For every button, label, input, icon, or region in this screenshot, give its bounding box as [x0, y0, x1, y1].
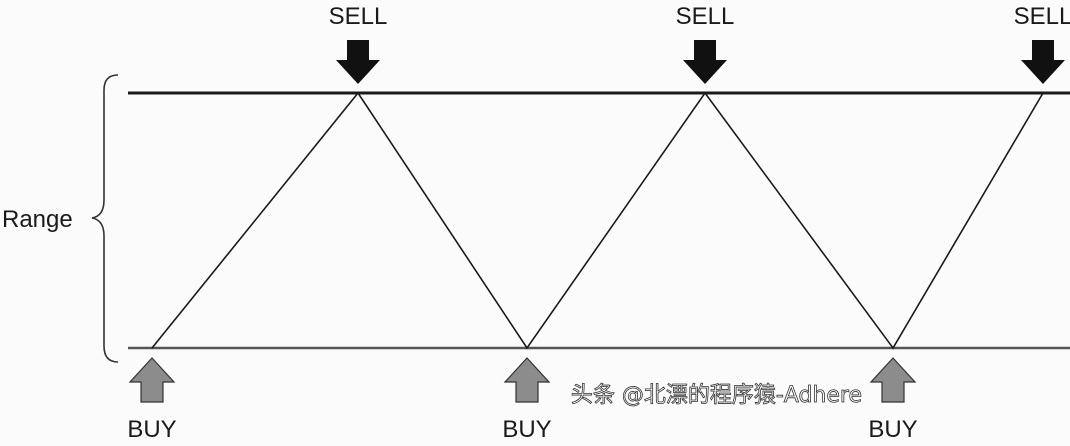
range-brace: [91, 74, 119, 363]
watermark: 头条 @北漂的程序猿-Adhere: [571, 383, 862, 408]
sell-arrow-icon: [683, 40, 727, 84]
buy-arrow-icon: [128, 357, 176, 403]
sell-label: SELL: [1014, 3, 1070, 30]
buy-label: BUY: [502, 416, 551, 443]
sell-label: SELL: [676, 3, 735, 30]
buy-label: BUY: [127, 416, 176, 443]
range-label: Range: [2, 206, 73, 233]
sell-arrow-icon: [1021, 40, 1065, 84]
sell-arrow-icon: [336, 40, 380, 84]
buy-arrow-icon: [869, 357, 917, 403]
buy-arrow-icon: [503, 357, 551, 403]
sell-label: SELL: [329, 3, 388, 30]
price-zigzag: [151, 91, 1044, 350]
buy-label: BUY: [868, 416, 917, 443]
